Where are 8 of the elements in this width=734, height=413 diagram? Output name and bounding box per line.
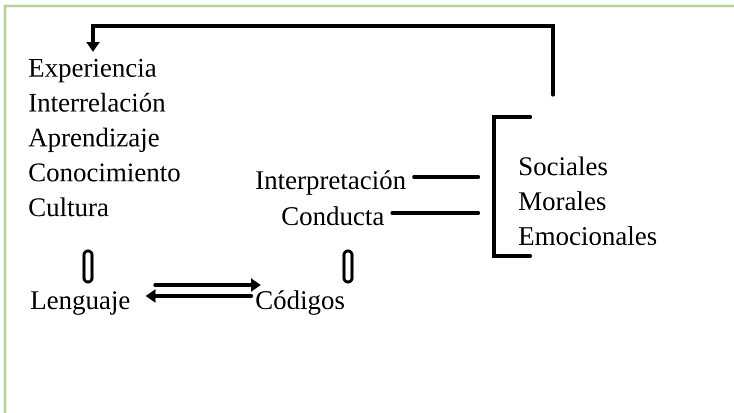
text-label: Conducta xyxy=(282,206,384,226)
connector-line xyxy=(390,211,480,215)
bracket-group: Sociales Morales Emocionales xyxy=(492,115,656,258)
text-list: Experiencia Interrelación Aprendizaje Conocimiento Cultura xyxy=(28,58,180,216)
text-label: Códigos xyxy=(256,290,344,315)
text-label: Interpretación xyxy=(256,170,406,195)
text-label: Lenguaje xyxy=(30,291,130,315)
connector-line xyxy=(412,175,480,179)
